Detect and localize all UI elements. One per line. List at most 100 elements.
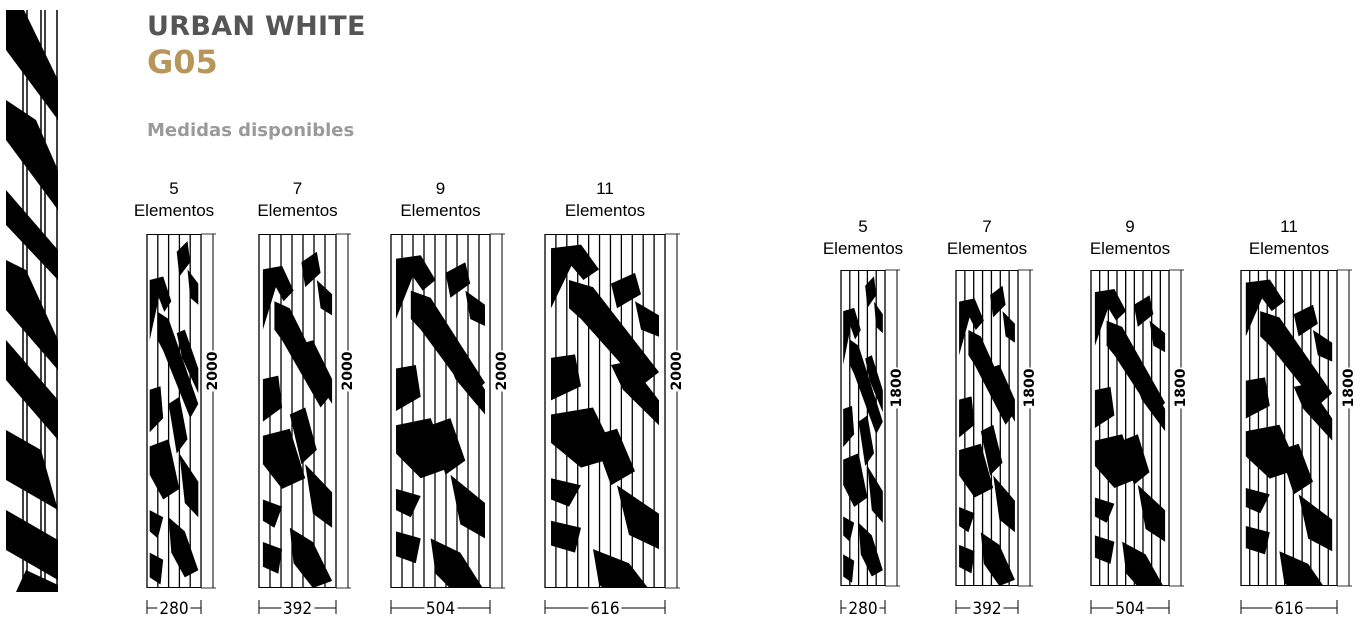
pattern-shape [176, 241, 191, 277]
pattern-shape [551, 520, 581, 553]
pattern-shape [858, 415, 874, 466]
pattern-shape [305, 464, 333, 528]
pattern-shape [1094, 497, 1115, 523]
element-count: 9 [435, 179, 446, 198]
pattern-shape [157, 311, 199, 419]
pattern-shape [262, 499, 283, 528]
pattern-shape [843, 453, 868, 507]
pattern-shape [843, 516, 855, 542]
pattern-shape [551, 354, 581, 401]
pattern-shape [301, 251, 321, 288]
pattern-shape [858, 522, 883, 577]
pattern-shape [843, 307, 861, 365]
pattern-shape [843, 405, 855, 447]
product-code: G05 [147, 43, 218, 81]
pattern-shape [149, 552, 164, 585]
pattern-shape [1245, 488, 1270, 514]
pattern-shape [465, 290, 485, 326]
height-dimension-label: 2000 [204, 350, 222, 392]
product-header: URBAN WHITE G05 [147, 10, 366, 80]
element-unit: Elementos [1089, 239, 1171, 258]
height-dimension-label: 1800 [1021, 367, 1039, 409]
height-dimension-label: 1800 [1340, 367, 1358, 409]
radiator-drawing [544, 233, 680, 614]
element-count: 5 [858, 217, 868, 236]
element-count: 9 [1125, 217, 1135, 236]
radiator-drawing [1240, 269, 1352, 614]
pattern-shape [396, 531, 421, 564]
height-dimension-label: 2000 [493, 350, 511, 392]
pattern-shape [959, 507, 975, 533]
pattern-shape [149, 510, 164, 539]
pattern-shape [1245, 526, 1270, 555]
pattern-shape [617, 485, 659, 550]
pattern-shape [396, 488, 421, 518]
pattern-shape [396, 255, 436, 319]
pattern-shape [569, 280, 659, 387]
radiator-drawing [146, 233, 216, 614]
pattern-shape [1279, 551, 1324, 586]
radiator-drawing [1090, 269, 1184, 614]
pattern-shape [865, 355, 883, 413]
pattern-shape [1313, 330, 1333, 362]
pattern-shape [551, 244, 599, 309]
product-name: URBAN WHITE [147, 11, 366, 42]
pattern-shape [445, 262, 471, 298]
pattern-shape [843, 554, 855, 583]
element-count: 7 [292, 179, 303, 198]
pattern-shape [179, 453, 199, 518]
element-unit: Elementos [564, 201, 646, 220]
pattern-shape [959, 396, 975, 438]
pattern-shape [611, 361, 659, 426]
pattern-shape [1245, 377, 1270, 419]
radiator-drawing [955, 269, 1033, 614]
pattern-shape [149, 386, 164, 433]
height-dimension-label: 2000 [339, 350, 357, 392]
width-dimension-label: 616 [588, 599, 622, 619]
pattern-shape [396, 365, 421, 411]
element-count: 7 [982, 217, 992, 236]
side-pattern-strip [6, 10, 58, 592]
pattern-shape [1094, 289, 1127, 346]
pattern-shape [980, 532, 1015, 586]
pattern-shape [1094, 535, 1115, 564]
pattern-shape [149, 276, 172, 341]
pattern-shape [396, 418, 451, 479]
element-count: 5 [169, 179, 179, 198]
radiator-drawing [840, 269, 900, 614]
element-count: 11 [1280, 217, 1298, 236]
pattern-shape [168, 517, 199, 578]
width-dimension-label: 280 [846, 599, 880, 619]
element-unit: Elementos [946, 239, 1028, 258]
pattern-shape [867, 465, 883, 523]
element-count: 11 [596, 179, 614, 198]
width-dimension-label: 392 [280, 599, 315, 619]
pattern-shape [993, 475, 1015, 533]
pattern-shape [990, 285, 1006, 318]
pattern-shape [551, 478, 581, 507]
pattern-shape [959, 443, 994, 498]
pattern-shape [445, 350, 485, 415]
pattern-shape [1133, 295, 1154, 327]
pattern-shape [168, 396, 188, 454]
pattern-shape [289, 527, 333, 588]
pattern-shape [1094, 386, 1115, 428]
element-unit: Elementos [400, 201, 481, 220]
pattern-shape [593, 549, 649, 588]
radiator-drawing [390, 233, 505, 614]
pattern-shape [1298, 494, 1333, 552]
pattern-shape [262, 375, 283, 422]
element-unit: Elementos [822, 239, 904, 258]
pattern-shape [1245, 279, 1285, 337]
pattern-shape [187, 269, 199, 305]
height-dimension-label: 1800 [888, 367, 906, 409]
pattern-shape [1133, 374, 1166, 432]
width-dimension-label: 280 [157, 599, 191, 619]
pattern-shape [874, 301, 883, 334]
pattern-shape [1293, 383, 1333, 441]
